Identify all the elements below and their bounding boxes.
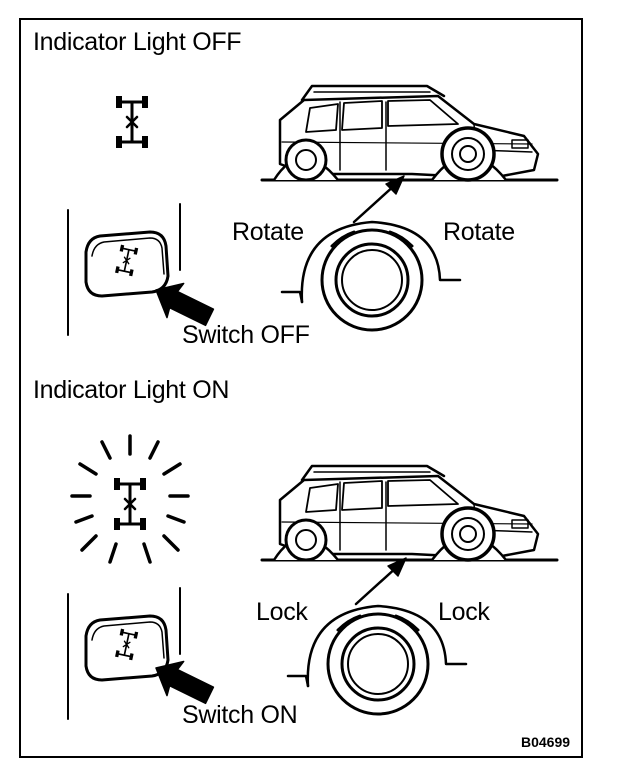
off-panel-heading: Indicator Light OFF [33, 28, 242, 56]
on-switch-label: Switch ON [182, 701, 298, 729]
off-push-arrow [146, 273, 219, 336]
on-right-wheel-label: Lock [438, 598, 490, 626]
on-vehicle-illustration [260, 464, 559, 562]
off-wheel-detail [280, 220, 462, 332]
on-detail-arrow [354, 557, 407, 606]
off-vehicle-illustration [260, 84, 559, 182]
off-indicator-icon [114, 94, 150, 150]
on-left-wheel-label: Lock [256, 598, 308, 626]
on-panel-heading: Indicator Light ON [33, 376, 230, 404]
figure-frame [19, 18, 583, 758]
off-detail-arrow [352, 175, 405, 224]
on-push-arrow [146, 651, 219, 714]
off-left-wheel-label: Rotate [232, 218, 304, 246]
on-indicator-icon [70, 434, 190, 564]
figure-code: B04699 [521, 734, 571, 750]
on-wheel-detail [286, 604, 468, 716]
off-right-wheel-label: Rotate [443, 218, 515, 246]
off-switch-label: Switch OFF [182, 321, 310, 349]
off-switch-illustration [68, 204, 180, 335]
on-switch-illustration [68, 588, 180, 719]
